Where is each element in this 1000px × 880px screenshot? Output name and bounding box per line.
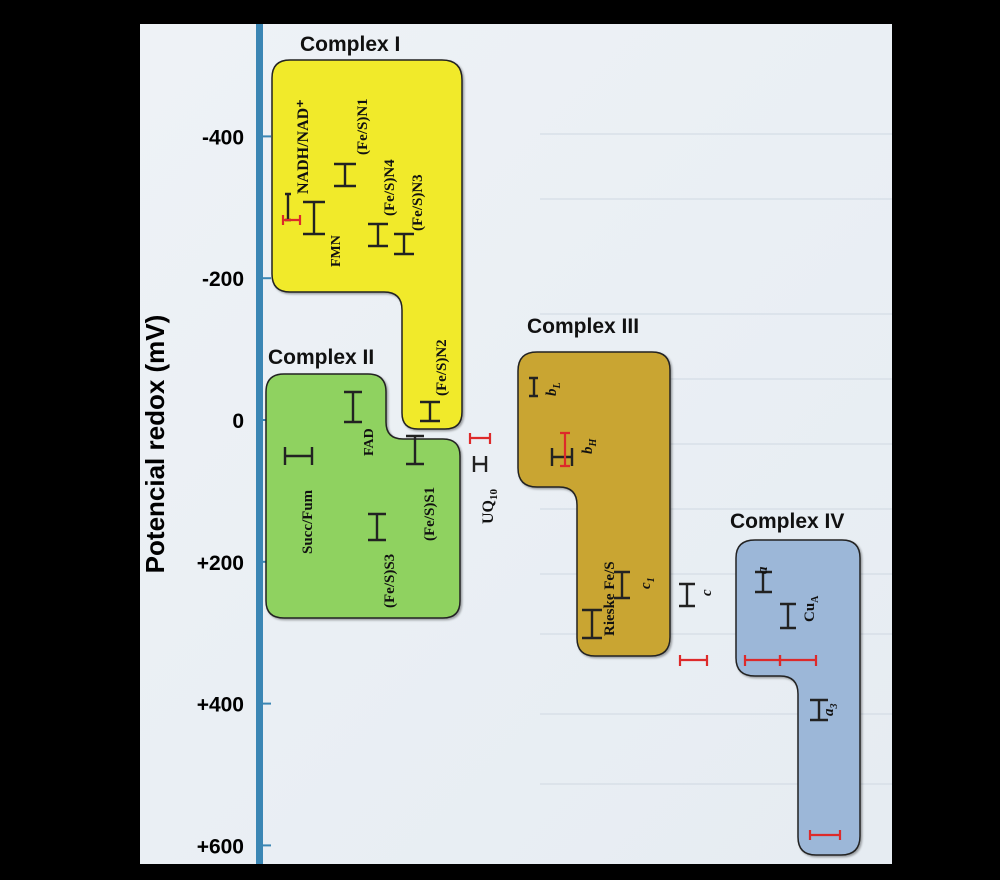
tick-labels: -400 -200 0 +200 +400 +600 — [197, 126, 244, 858]
c1-label-sub: 1 — [646, 577, 657, 582]
c-label: c — [699, 589, 715, 596]
rieske-label: Rieske Fe/S — [602, 561, 618, 636]
fmn-label: FMN — [329, 235, 344, 267]
fmn-marker — [303, 200, 325, 236]
redox-diagram: Potencial redox (mV) -400 -200 0 +200 +4… — [140, 24, 892, 864]
uq10-label-sub: 10 — [488, 489, 500, 501]
fes-n3-marker — [394, 232, 414, 256]
succ-fum-label: Succ/Fum — [300, 489, 316, 554]
fes-n2-label: (Fe/S)N2 — [434, 339, 450, 396]
page: Potencial redox (mV) -400 -200 0 +200 +4… — [140, 24, 892, 864]
axis-bar — [256, 24, 263, 864]
tick-label: -400 — [202, 126, 244, 149]
a3-marker — [810, 698, 828, 722]
cua-marker — [780, 602, 796, 630]
cua-label: CuA — [802, 595, 821, 622]
uq10-label-text: UQ — [480, 500, 497, 524]
b-l-label-text: b — [544, 388, 560, 396]
b-h-marker — [550, 448, 574, 466]
carrier-markers — [281, 162, 842, 840]
tick-label: 0 — [232, 410, 244, 433]
tick-label: +200 — [197, 552, 244, 575]
a3-red-marker — [808, 830, 842, 840]
a3-label: a3 — [821, 704, 840, 717]
fes-n1-label: (Fe/S)N1 — [355, 98, 371, 155]
c-red-marker — [678, 655, 709, 666]
fes-n2-marker — [420, 400, 440, 423]
fes-s1-marker — [406, 434, 424, 466]
cua-label-sub: A — [810, 595, 821, 603]
complex-1-title: Complex I — [300, 33, 400, 56]
fes-s3-label: (Fe/S)S3 — [382, 554, 398, 608]
a-label: a — [755, 566, 771, 574]
uq10-label: UQ10 — [480, 489, 500, 525]
complex-4-shape — [735, 539, 861, 856]
tick-label: +400 — [197, 694, 244, 717]
fes-n3-label: (Fe/S)N3 — [410, 174, 426, 231]
b-h-label-text: b — [580, 446, 596, 454]
succ-fum-bar — [283, 447, 314, 465]
c1-label: c1 — [638, 577, 657, 589]
uq10-marker — [472, 456, 488, 472]
complex-3-title: Complex III — [527, 315, 639, 338]
tick-label: +600 — [197, 835, 244, 858]
c1-label-text: c — [638, 582, 654, 589]
complex-1-shape — [271, 59, 463, 430]
complex-2-shape — [265, 373, 461, 619]
b-h-label: bH — [580, 438, 599, 455]
nadh-red-marker — [281, 215, 302, 225]
y-axis-label: Potencial redox (mV) — [140, 315, 170, 574]
c1-marker — [614, 570, 630, 600]
b-h-red-marker — [560, 431, 570, 468]
b-h-label-sub: H — [588, 438, 599, 448]
c-marker — [679, 582, 695, 608]
fad-marker — [344, 390, 362, 424]
b-l-label-sub: L — [552, 382, 563, 389]
complex-2-title: Complex II — [268, 346, 374, 369]
cua-label-text: Cu — [802, 603, 818, 622]
nadh-label: NADH/NAD⁺ — [295, 99, 312, 194]
fes-n4-marker — [368, 222, 388, 248]
uq10-red-marker — [468, 433, 492, 444]
tick-label: -200 — [202, 268, 244, 291]
b-l-label: bL — [544, 382, 563, 396]
rieske-marker — [582, 608, 602, 640]
fes-n4-label: (Fe/S)N4 — [382, 159, 398, 216]
fes-s1-label: (Fe/S)S1 — [422, 487, 438, 541]
fes-n1-marker — [334, 162, 356, 188]
carrier-labels: NADH/NAD⁺ FMN (Fe/S)N1 (Fe/S)N4 (Fe/S)N3… — [295, 98, 840, 716]
b-l-marker — [529, 376, 538, 398]
fad-label: FAD — [362, 428, 377, 456]
complex-3-shape — [517, 351, 671, 657]
complex-4-title: Complex IV — [730, 510, 844, 533]
a3-label-text: a — [821, 708, 837, 716]
cua-red-marker — [778, 655, 818, 666]
a3-label-sub: 3 — [829, 704, 840, 710]
a-marker — [755, 570, 772, 594]
fes-s3-marker — [368, 512, 386, 542]
